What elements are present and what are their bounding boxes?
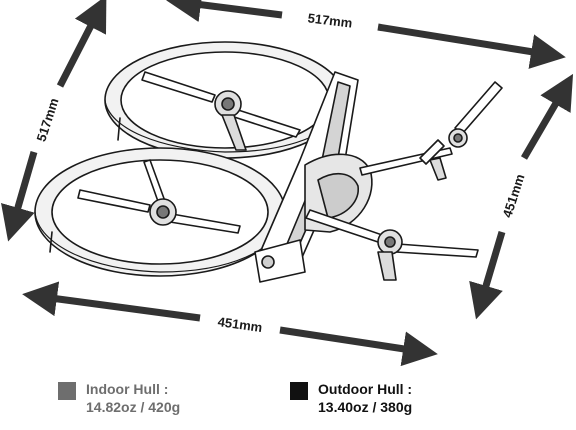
right-dimension-arrow-down [469, 231, 506, 320]
left-dimension-arrow-down [1, 151, 38, 242]
rear-rotor [141, 71, 301, 151]
right-rotor [359, 81, 503, 181]
right-dimension-label: 451mm [499, 172, 527, 219]
outdoor-hull-weight: 13.40oz / 380g [318, 399, 413, 415]
top-dimension-label: 517mm [307, 10, 353, 30]
outdoor-hull-swatch [290, 382, 308, 400]
drone-illustration [34, 41, 503, 283]
left-dimension-arrow-up [56, 0, 107, 88]
right-dimension-arrow-up [520, 73, 574, 160]
indoor-hull-weight: 14.82oz / 420g [86, 399, 181, 415]
indoor-hull-title: Indoor Hull : [86, 381, 169, 397]
front-rotor [77, 159, 241, 234]
left-dimension-label: 517mm [33, 96, 61, 143]
top-dimension-arrow-right [377, 23, 566, 69]
dimension-arrows [1, 0, 574, 367]
outdoor-hull-title: Outdoor Hull : [318, 381, 413, 397]
indoor-hull-swatch [58, 382, 76, 400]
top-dimension-arrow-left [166, 0, 283, 23]
bottom-dimension-label: 451mm [217, 314, 263, 335]
bottom-dimension-arrow-right [279, 326, 438, 367]
center-frame [254, 71, 373, 283]
bottom-rotor [305, 209, 479, 281]
bottom-dimension-arrow-left [22, 281, 201, 322]
